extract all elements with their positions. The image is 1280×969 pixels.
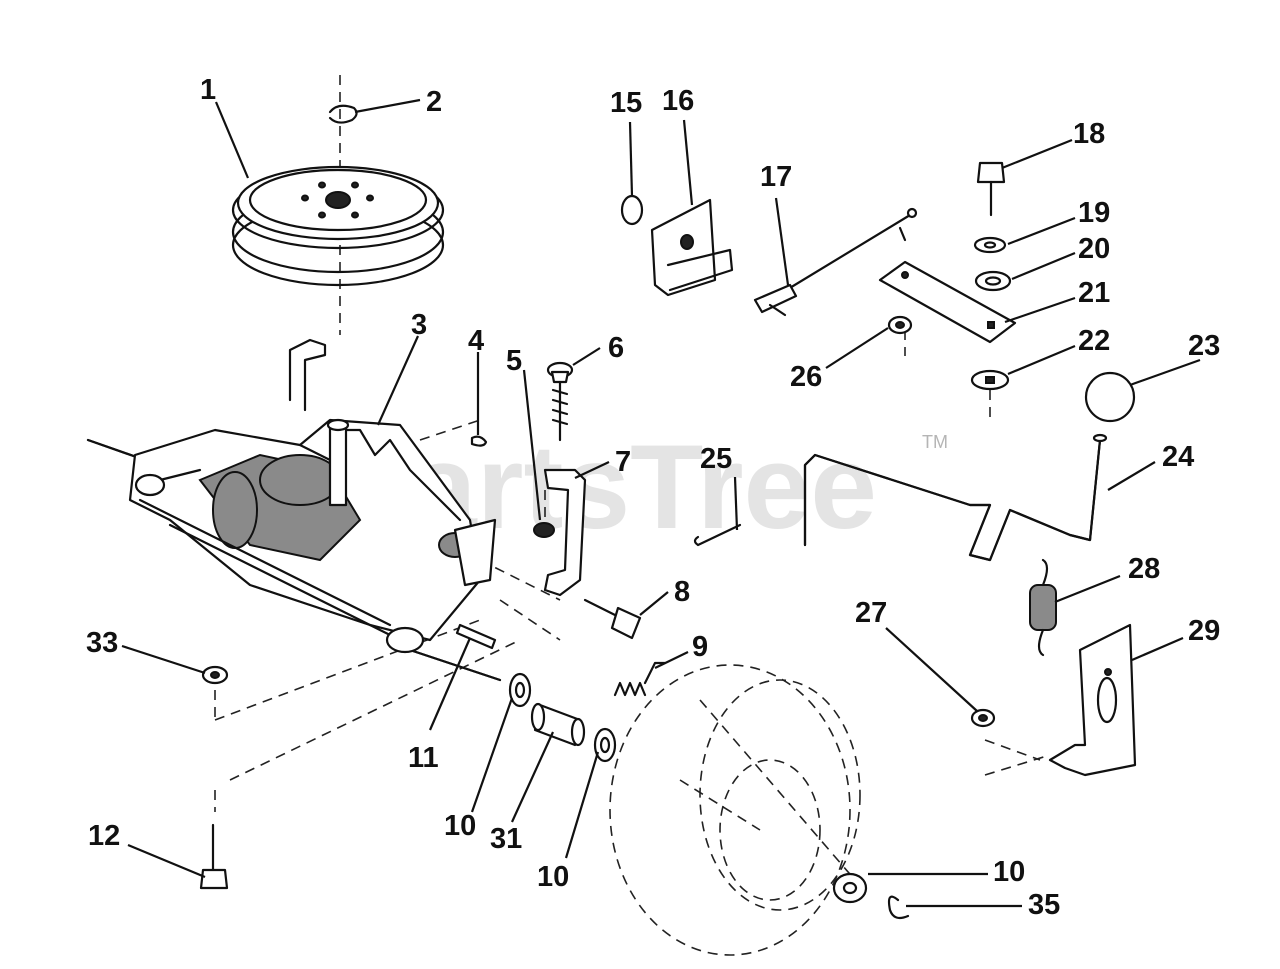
callout-3: 3 xyxy=(411,309,427,341)
spacer-part-31 xyxy=(530,702,586,747)
knob-part-23 xyxy=(1084,371,1136,423)
callout-labels: 1 2 3 4 5 6 7 8 9 10 10 10 11 12 15 16 1… xyxy=(86,74,1220,921)
wheel-outline xyxy=(609,664,861,956)
callout-6: 6 xyxy=(608,332,624,364)
clip-part-35 xyxy=(887,895,910,920)
callout-18: 18 xyxy=(1073,118,1105,150)
spring-part-9 xyxy=(613,661,667,697)
callout-23: 23 xyxy=(1188,330,1220,362)
bracket-part-29 xyxy=(1048,623,1137,777)
plate-part-21 xyxy=(878,260,1017,344)
callout-10a: 10 xyxy=(444,810,476,842)
callout-20: 20 xyxy=(1078,233,1110,265)
cotter-pin-part xyxy=(470,435,488,447)
callout-17: 17 xyxy=(760,161,792,193)
washer-10b xyxy=(593,727,617,763)
nut-part-33 xyxy=(201,665,229,685)
callout-12: 12 xyxy=(88,820,120,852)
key-part-11 xyxy=(455,623,497,650)
callout-28: 28 xyxy=(1128,553,1160,585)
spring-part-28 xyxy=(1029,558,1057,657)
callout-16: 16 xyxy=(662,85,694,117)
flat-washer-part-20 xyxy=(974,270,1012,292)
hex-bolt-part xyxy=(583,598,642,640)
assembly-centerlines xyxy=(214,75,1051,881)
callout-24: 24 xyxy=(1162,441,1194,473)
watermark-trademark: TM xyxy=(922,432,948,452)
callout-29: 29 xyxy=(1188,615,1220,647)
bolt-part-12 xyxy=(199,823,229,890)
nut-part-5 xyxy=(533,522,555,538)
cotter-pin-part-25 xyxy=(693,523,742,547)
square-washer-part-22 xyxy=(970,369,1010,391)
callout-9: 9 xyxy=(692,631,708,663)
callout-25: 25 xyxy=(700,443,732,475)
bracket-part-16 xyxy=(650,198,734,297)
callout-21: 21 xyxy=(1078,277,1110,309)
callout-4: 4 xyxy=(468,325,484,357)
callout-10b: 10 xyxy=(537,861,569,893)
callout-7: 7 xyxy=(615,446,631,478)
rod-part-17 xyxy=(753,207,918,317)
pulley-part xyxy=(231,165,445,287)
washer-10c xyxy=(832,872,868,904)
callout-33: 33 xyxy=(86,627,118,659)
lock-washer-part-19 xyxy=(973,236,1007,254)
callout-26: 26 xyxy=(790,361,822,393)
bracket-part-7 xyxy=(543,468,587,597)
callout-22: 22 xyxy=(1078,325,1110,357)
callout-10c: 10 xyxy=(993,856,1025,888)
callout-19: 19 xyxy=(1078,197,1110,229)
callout-15: 15 xyxy=(610,87,642,119)
washer-part-15 xyxy=(620,194,644,226)
leader-lines xyxy=(121,98,1201,908)
carriage-bolt-part xyxy=(546,361,574,442)
callout-35: 35 xyxy=(1028,889,1060,921)
transaxle-assembly xyxy=(86,338,502,682)
callout-1: 1 xyxy=(200,74,216,106)
callout-8: 8 xyxy=(674,576,690,608)
nut-part-26 xyxy=(887,315,913,335)
nut-part-27 xyxy=(970,708,996,728)
lever-part-24 xyxy=(803,433,1108,562)
callout-11: 11 xyxy=(408,742,439,774)
bolt-part-18 xyxy=(976,161,1006,217)
callout-2: 2 xyxy=(426,86,442,118)
callout-31: 31 xyxy=(490,823,522,855)
washer-10a xyxy=(508,672,532,708)
callout-27: 27 xyxy=(855,597,887,629)
callout-5: 5 xyxy=(506,345,522,377)
retaining-clip-part xyxy=(328,104,358,124)
